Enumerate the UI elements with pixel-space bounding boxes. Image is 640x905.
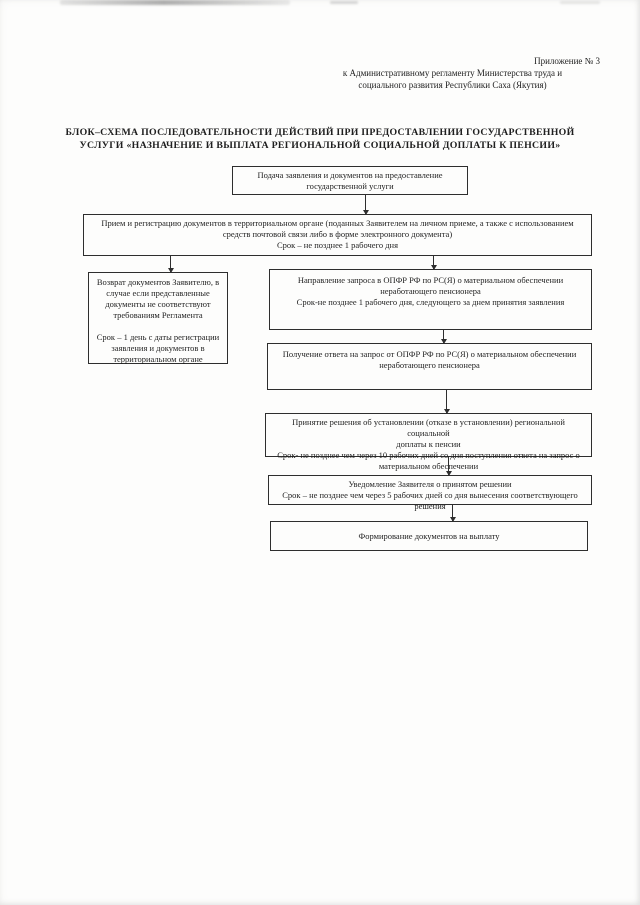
flow-box-decision: Принятие решения об установлении (отказе… bbox=[265, 413, 592, 471]
scan-artifact bbox=[60, 0, 290, 5]
arrow-request-to-response bbox=[440, 330, 447, 344]
arrow-reception-to-request bbox=[430, 256, 437, 270]
flow-box-send-request: Направление запроса в ОПФР РФ по РС(Я) о… bbox=[269, 269, 592, 330]
flow-box-payment-documents: Формирование документов на выплату bbox=[270, 521, 588, 551]
arrow-reception-to-return bbox=[167, 256, 174, 273]
title-line: БЛОК–СХЕМА ПОСЛЕДОВАТЕЛЬНОСТИ ДЕЙСТВИЙ П… bbox=[65, 127, 575, 138]
arrow-submission-to-reception bbox=[362, 195, 369, 215]
flow-box-notification: Уведомление Заявителя о принятом решении… bbox=[268, 475, 592, 511]
appendix-line: социального развития Республики Саха (Як… bbox=[358, 80, 547, 90]
arrow-decision-to-notification bbox=[445, 457, 452, 476]
flow-box-receive-response: Получение ответа на запрос от ОПФР РФ по… bbox=[267, 343, 592, 390]
arrow-notification-to-payment bbox=[449, 505, 456, 522]
title-line: УСЛУГИ «НАЗНАЧЕНИЕ И ВЫПЛАТА РЕГИОНАЛЬНО… bbox=[79, 140, 561, 151]
flow-box-reception: Прием и регистрацию документов в террито… bbox=[83, 214, 592, 256]
flow-box-text: Принятие решения об установлении (отказе… bbox=[277, 417, 580, 471]
document-title: БЛОК–СХЕМА ПОСЛЕДОВАТЕЛЬНОСТИ ДЕЙСТВИЙ П… bbox=[0, 126, 640, 152]
scan-artifact bbox=[330, 1, 358, 4]
flow-box-text: Формирование документов на выплату bbox=[358, 530, 500, 541]
arrow-response-to-decision bbox=[443, 390, 450, 414]
flow-box-text: Уведомление Заявителя о принятом решении… bbox=[282, 479, 578, 511]
flow-box-text: Направление запроса в ОПФР РФ по РС(Я) о… bbox=[296, 275, 565, 307]
appendix-header: Приложение № 3 к Административному регла… bbox=[305, 55, 600, 91]
flow-box-text: Возврат документов Заявителю, в случае е… bbox=[96, 277, 220, 364]
appendix-line: к Административному регламенту Министерс… bbox=[342, 68, 563, 78]
scan-artifact bbox=[560, 1, 600, 4]
flow-box-text: Прием и регистрацию документов в террито… bbox=[101, 218, 574, 250]
flow-box-text: Получение ответа на запрос от ОПФР РФ по… bbox=[282, 349, 577, 370]
flow-box-return-documents: Возврат документов Заявителю, в случае е… bbox=[88, 272, 228, 364]
flow-box-submission: Подача заявления и документов на предост… bbox=[232, 166, 468, 195]
flow-box-text: Подача заявления и документов на предост… bbox=[257, 170, 443, 191]
appendix-number: Приложение № 3 bbox=[534, 56, 600, 66]
